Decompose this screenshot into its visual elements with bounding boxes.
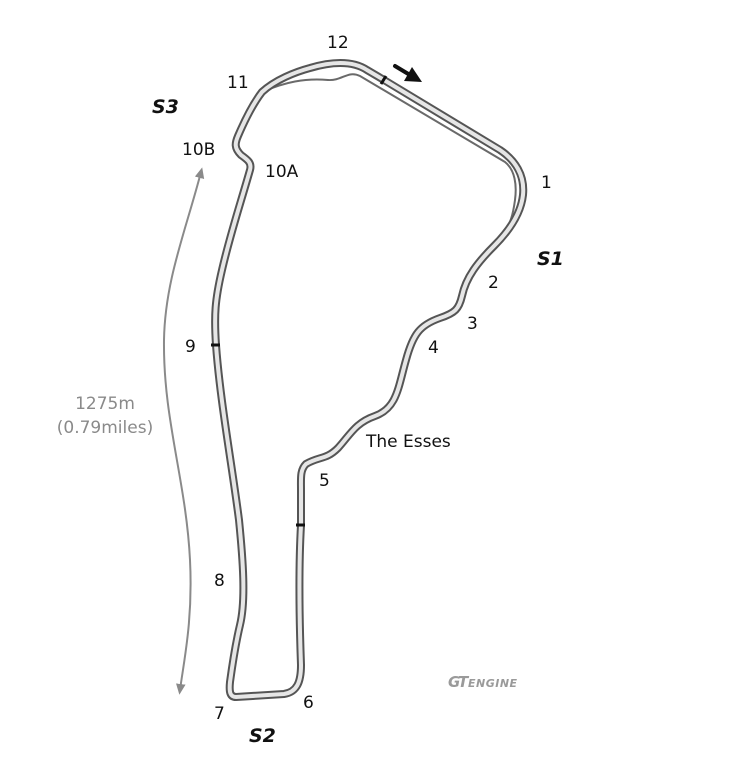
sector-label-s2: S2 <box>249 725 276 747</box>
track-surface <box>213 61 526 699</box>
turn-label-10a: 10A <box>265 162 299 182</box>
svg-text:G: G <box>448 673 460 691</box>
turn-label-6: 6 <box>303 693 314 713</box>
svg-text:ENGINE: ENGINE <box>468 677 518 690</box>
gt-engine-logo: G T ENGINE <box>448 673 518 691</box>
turn-label-8: 8 <box>214 571 225 591</box>
turn-label-1: 1 <box>541 173 552 193</box>
turn-label-9: 9 <box>185 337 196 357</box>
turn-label-12: 12 <box>327 33 349 53</box>
turn-label-4: 4 <box>428 338 439 358</box>
start-finish-line <box>379 75 388 85</box>
sector-label-s3: S3 <box>152 96 179 118</box>
turn-label-2: 2 <box>488 273 499 293</box>
svg-text:T: T <box>458 673 470 691</box>
turn-label-3: 3 <box>467 314 478 334</box>
turn-label-7: 7 <box>214 704 225 724</box>
track-outline <box>211 59 528 701</box>
turn-label-10b: 10B <box>182 140 215 160</box>
turn-label-5: 5 <box>319 471 330 491</box>
section-label-esses: The Esses <box>365 432 451 452</box>
turn-label-11: 11 <box>227 73 249 93</box>
pit-lane <box>261 73 517 233</box>
sector-label-s1: S1 <box>537 248 564 270</box>
direction-arrow-icon <box>393 64 422 82</box>
distance-miles: (0.79miles) <box>57 418 153 438</box>
distance-arrow <box>162 167 205 695</box>
distance-meters: 1275m <box>75 394 135 414</box>
